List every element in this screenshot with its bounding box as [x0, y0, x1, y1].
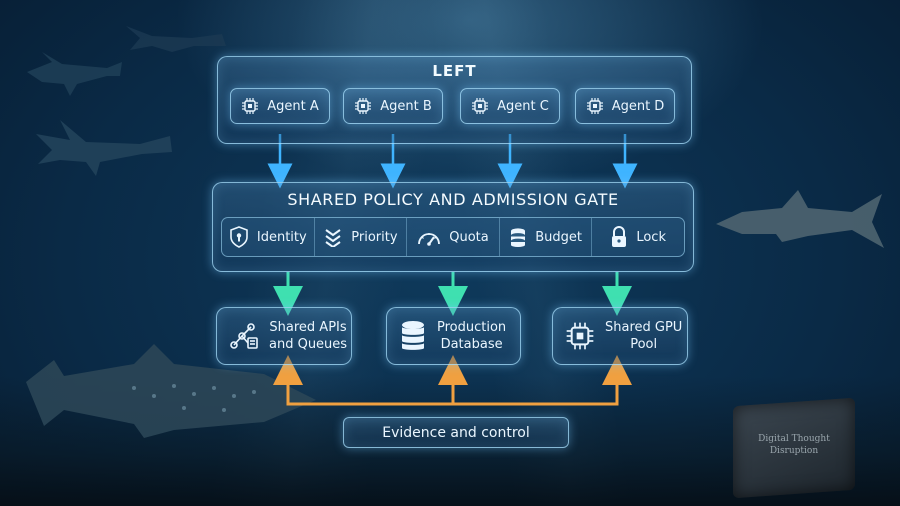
agents-group-title: LEFT: [432, 62, 477, 80]
agent-b-node[interactable]: Agent B: [343, 88, 443, 124]
agent-c-node[interactable]: Agent C: [460, 88, 560, 124]
production-database-node[interactable]: Production Database: [386, 307, 521, 365]
padlock-icon: [610, 226, 628, 248]
coin-stack-icon: [509, 227, 527, 247]
shark-illustration: [716, 190, 884, 248]
gate-controls-row: Identity Priority Quota Budget Lock: [221, 217, 685, 257]
chip-icon: [354, 97, 372, 115]
resource-label-line-1: Shared GPU: [605, 320, 683, 335]
resource-label-line-2: Database: [440, 337, 503, 352]
resource-label-line-2: Pool: [630, 337, 658, 352]
gate-control-identity[interactable]: Identity: [222, 218, 315, 256]
resource-label-line-1: Production: [437, 320, 507, 335]
admission-gate-title: SHARED POLICY AND ADMISSION GATE: [287, 190, 619, 209]
agent-label: Agent C: [497, 98, 549, 114]
gauge-icon: [417, 228, 441, 246]
chip-icon: [586, 97, 604, 115]
shield-keyhole-icon: [229, 226, 249, 248]
evidence-and-control-node[interactable]: Evidence and control: [343, 417, 569, 448]
agent-label: Agent D: [611, 98, 665, 114]
gate-control-label: Priority: [351, 229, 398, 245]
gate-control-label: Lock: [636, 229, 666, 245]
agent-d-node[interactable]: Agent D: [575, 88, 675, 124]
shared-gpu-pool-node[interactable]: Shared GPU Pool: [552, 307, 688, 365]
chip-icon: [241, 97, 259, 115]
agent-label: Agent A: [267, 98, 319, 114]
resource-label: Shared GPU Pool: [605, 319, 682, 353]
resource-label-line-2: and Queues: [269, 337, 348, 352]
chip-icon: [471, 97, 489, 115]
whale-shark-illustration: [26, 344, 316, 438]
hammerhead-shark-illustration: [126, 26, 226, 52]
gate-control-label: Budget: [535, 229, 582, 245]
agent-label: Agent B: [380, 98, 432, 114]
hammerhead-shark-illustration: [36, 120, 172, 176]
database-icon: [399, 320, 427, 352]
watermark: Digital Thought Disruption: [752, 433, 836, 457]
gate-control-label: Identity: [256, 229, 307, 245]
network-nodes-icon: [229, 321, 259, 351]
evidence-label: Evidence and control: [382, 424, 530, 441]
gate-control-lock[interactable]: Lock: [592, 218, 684, 256]
chip-icon: [565, 321, 595, 351]
watermark-line-1: Digital Thought: [758, 434, 830, 444]
chevrons-down-icon: [323, 227, 343, 247]
shared-apis-node[interactable]: Shared APIs and Queues: [216, 307, 352, 365]
agents-group-frame: [217, 56, 692, 144]
gate-control-quota[interactable]: Quota: [407, 218, 500, 256]
resource-label-line-1: Shared APIs: [269, 320, 347, 335]
admission-gate-frame: [212, 182, 694, 272]
hammerhead-shark-illustration: [27, 52, 122, 96]
resource-label: Production Database: [437, 319, 506, 353]
gate-control-budget[interactable]: Budget: [500, 218, 593, 256]
watermark-line-2: Disruption: [769, 446, 819, 456]
resource-label: Shared APIs and Queues: [269, 319, 347, 353]
gate-control-label: Quota: [449, 229, 489, 245]
gate-control-priority[interactable]: Priority: [315, 218, 408, 256]
agent-a-node[interactable]: Agent A: [230, 88, 330, 124]
